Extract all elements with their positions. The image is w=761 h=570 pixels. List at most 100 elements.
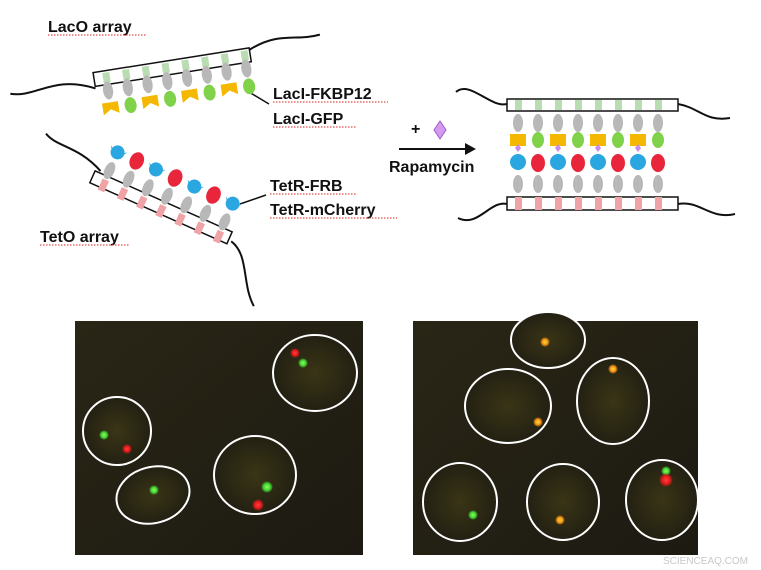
laco-site bbox=[102, 72, 111, 84]
laci-repressor bbox=[593, 114, 603, 132]
green-focus bbox=[298, 358, 308, 368]
frb-tag bbox=[187, 179, 202, 194]
cell-outline bbox=[576, 357, 650, 445]
red-focus bbox=[659, 473, 673, 487]
gfp-tag bbox=[532, 132, 544, 148]
mcherry-tag bbox=[651, 154, 665, 172]
laco-site bbox=[555, 100, 562, 110]
tetr-repressor bbox=[553, 175, 563, 193]
frb-tag bbox=[630, 154, 646, 170]
tetr-mcherry-label: TetR-mCherry bbox=[270, 202, 376, 219]
frb-tag bbox=[225, 196, 240, 211]
laco-site bbox=[515, 100, 522, 110]
cell-outline bbox=[464, 368, 552, 444]
tetr-repressor bbox=[103, 162, 116, 180]
red-focus bbox=[122, 444, 132, 454]
gfp-tag bbox=[243, 78, 256, 95]
red-focus bbox=[252, 499, 264, 511]
fkbp12-tag bbox=[220, 82, 239, 97]
laco-site bbox=[161, 62, 170, 74]
laci-repressor bbox=[181, 69, 193, 87]
rapamycin-bridge bbox=[515, 144, 521, 152]
leader-line bbox=[248, 91, 270, 105]
laci-repressor bbox=[221, 62, 232, 81]
mcherry-tag bbox=[571, 154, 585, 172]
cell-outline bbox=[115, 465, 191, 525]
teto-site bbox=[635, 197, 642, 210]
tetr-repressor bbox=[161, 187, 173, 205]
mcherry-tag bbox=[167, 169, 183, 187]
laci-repressor bbox=[553, 114, 563, 132]
fkbp12-tag bbox=[181, 88, 199, 103]
teto-site bbox=[212, 229, 225, 244]
laco-site bbox=[141, 65, 151, 77]
laco-site bbox=[575, 100, 582, 110]
teto-site bbox=[575, 197, 582, 210]
cell-outline bbox=[422, 462, 498, 542]
cell-outline bbox=[82, 396, 152, 466]
teto-site bbox=[193, 221, 205, 236]
cell-outline bbox=[272, 334, 358, 412]
gfp-tag bbox=[124, 97, 137, 114]
laco-site bbox=[201, 56, 210, 68]
cell-outline bbox=[526, 463, 600, 541]
rapamycin-bridge bbox=[595, 144, 601, 152]
tetr-frb-label: TetR-FRB bbox=[270, 178, 343, 195]
laci-repressor bbox=[142, 75, 153, 94]
colocalized-focus bbox=[555, 515, 565, 525]
red-focus bbox=[290, 348, 300, 358]
cell-outline bbox=[213, 435, 297, 515]
micrograph-right bbox=[413, 311, 699, 555]
frb-tag bbox=[110, 145, 125, 160]
frb-tag bbox=[148, 162, 163, 177]
laco-site bbox=[655, 100, 662, 110]
fkbp12-tag bbox=[550, 134, 566, 146]
colocalized-focus bbox=[533, 417, 543, 427]
tetr-repressor bbox=[613, 175, 623, 193]
fkbp12-tag bbox=[590, 134, 606, 146]
teto-site bbox=[555, 197, 562, 210]
laci-repressor bbox=[533, 114, 543, 132]
laci-repressor bbox=[102, 81, 114, 100]
mcherry-tag bbox=[129, 152, 145, 170]
green-focus bbox=[99, 430, 109, 440]
green-focus bbox=[261, 481, 273, 493]
teto-site bbox=[116, 187, 129, 201]
gfp-tag bbox=[164, 90, 177, 107]
tetr-repressor bbox=[180, 196, 193, 214]
laci-repressor bbox=[613, 114, 623, 132]
frb-tag bbox=[510, 154, 526, 170]
colocalized-focus bbox=[540, 337, 550, 347]
laco-site bbox=[240, 50, 250, 62]
tetr-repressor bbox=[533, 175, 543, 193]
laco-site bbox=[595, 100, 602, 110]
teto-site bbox=[97, 178, 110, 193]
gfp-tag bbox=[572, 132, 584, 148]
laco-array bbox=[10, 33, 321, 116]
tetr-repressor bbox=[573, 175, 583, 193]
fkbp12-tag bbox=[630, 134, 646, 146]
mcherry-tag bbox=[206, 186, 221, 204]
watermark: SCIENCEAQ.COM bbox=[663, 556, 748, 567]
tetr-repressor bbox=[141, 179, 154, 197]
laco-site bbox=[635, 100, 642, 110]
tethered-complex bbox=[455, 88, 736, 222]
diamond-icon bbox=[433, 120, 447, 140]
teto-site bbox=[655, 197, 662, 210]
teto-site bbox=[615, 197, 622, 210]
cell-outline bbox=[625, 459, 699, 541]
fkbp12-tag bbox=[510, 134, 526, 146]
rapamycin-bridge bbox=[555, 144, 561, 152]
teto-array bbox=[45, 132, 255, 307]
colocalized-focus bbox=[608, 364, 618, 374]
laco-array-label: LacO array bbox=[48, 19, 132, 36]
green-focus bbox=[468, 510, 478, 520]
tetr-repressor bbox=[653, 175, 663, 193]
laci-repressor bbox=[162, 72, 173, 91]
frb-tag bbox=[590, 154, 606, 170]
laci-repressor bbox=[633, 114, 643, 132]
laci-repressor bbox=[201, 65, 212, 84]
laci-repressor bbox=[513, 114, 523, 132]
